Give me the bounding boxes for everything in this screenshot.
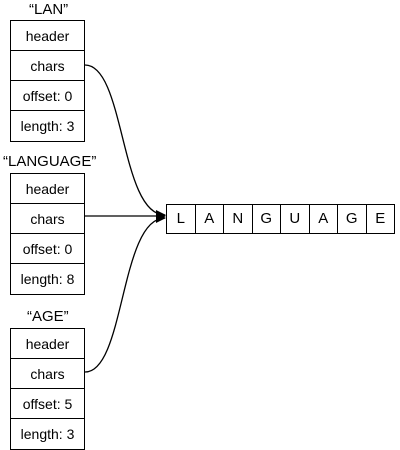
length-field: length: 3: [20, 426, 75, 442]
length-field: length: 3: [20, 118, 75, 134]
arrow-age-to-array: [84, 213, 166, 373]
string-title-lan: “LAN”: [29, 1, 69, 18]
header-field: header: [11, 329, 84, 359]
char-cell: E: [375, 210, 386, 227]
char-cell: L: [167, 205, 196, 233]
header-field: header: [11, 174, 84, 204]
string-object-language: header chars offset: 0 length: 8: [10, 173, 85, 295]
chars-field: chars: [11, 359, 84, 389]
char-cell: G: [253, 205, 281, 233]
offset-field: offset: 5: [11, 389, 84, 419]
chars-field: chars: [11, 51, 84, 81]
arrow-lan-to-array: [84, 64, 166, 220]
header-field: header: [11, 21, 84, 51]
char-cell: A: [196, 205, 224, 233]
char-cell: U: [281, 205, 310, 233]
chars-field: chars: [11, 204, 84, 234]
length-field: length: 8: [20, 271, 75, 287]
char-array: L A N G U A G E: [166, 204, 395, 234]
string-object-age: header chars offset: 5 length: 3: [10, 328, 85, 450]
string-object-lan: header chars offset: 0 length: 3: [10, 20, 85, 142]
char-cell: A: [310, 205, 338, 233]
string-title-language: “LANGUAGE”: [3, 153, 97, 170]
char-cell: G: [338, 205, 367, 233]
char-cell: N: [224, 205, 253, 233]
offset-field: offset: 0: [11, 81, 84, 111]
offset-field: offset: 0: [11, 234, 84, 264]
string-title-age: “AGE”: [27, 308, 69, 325]
